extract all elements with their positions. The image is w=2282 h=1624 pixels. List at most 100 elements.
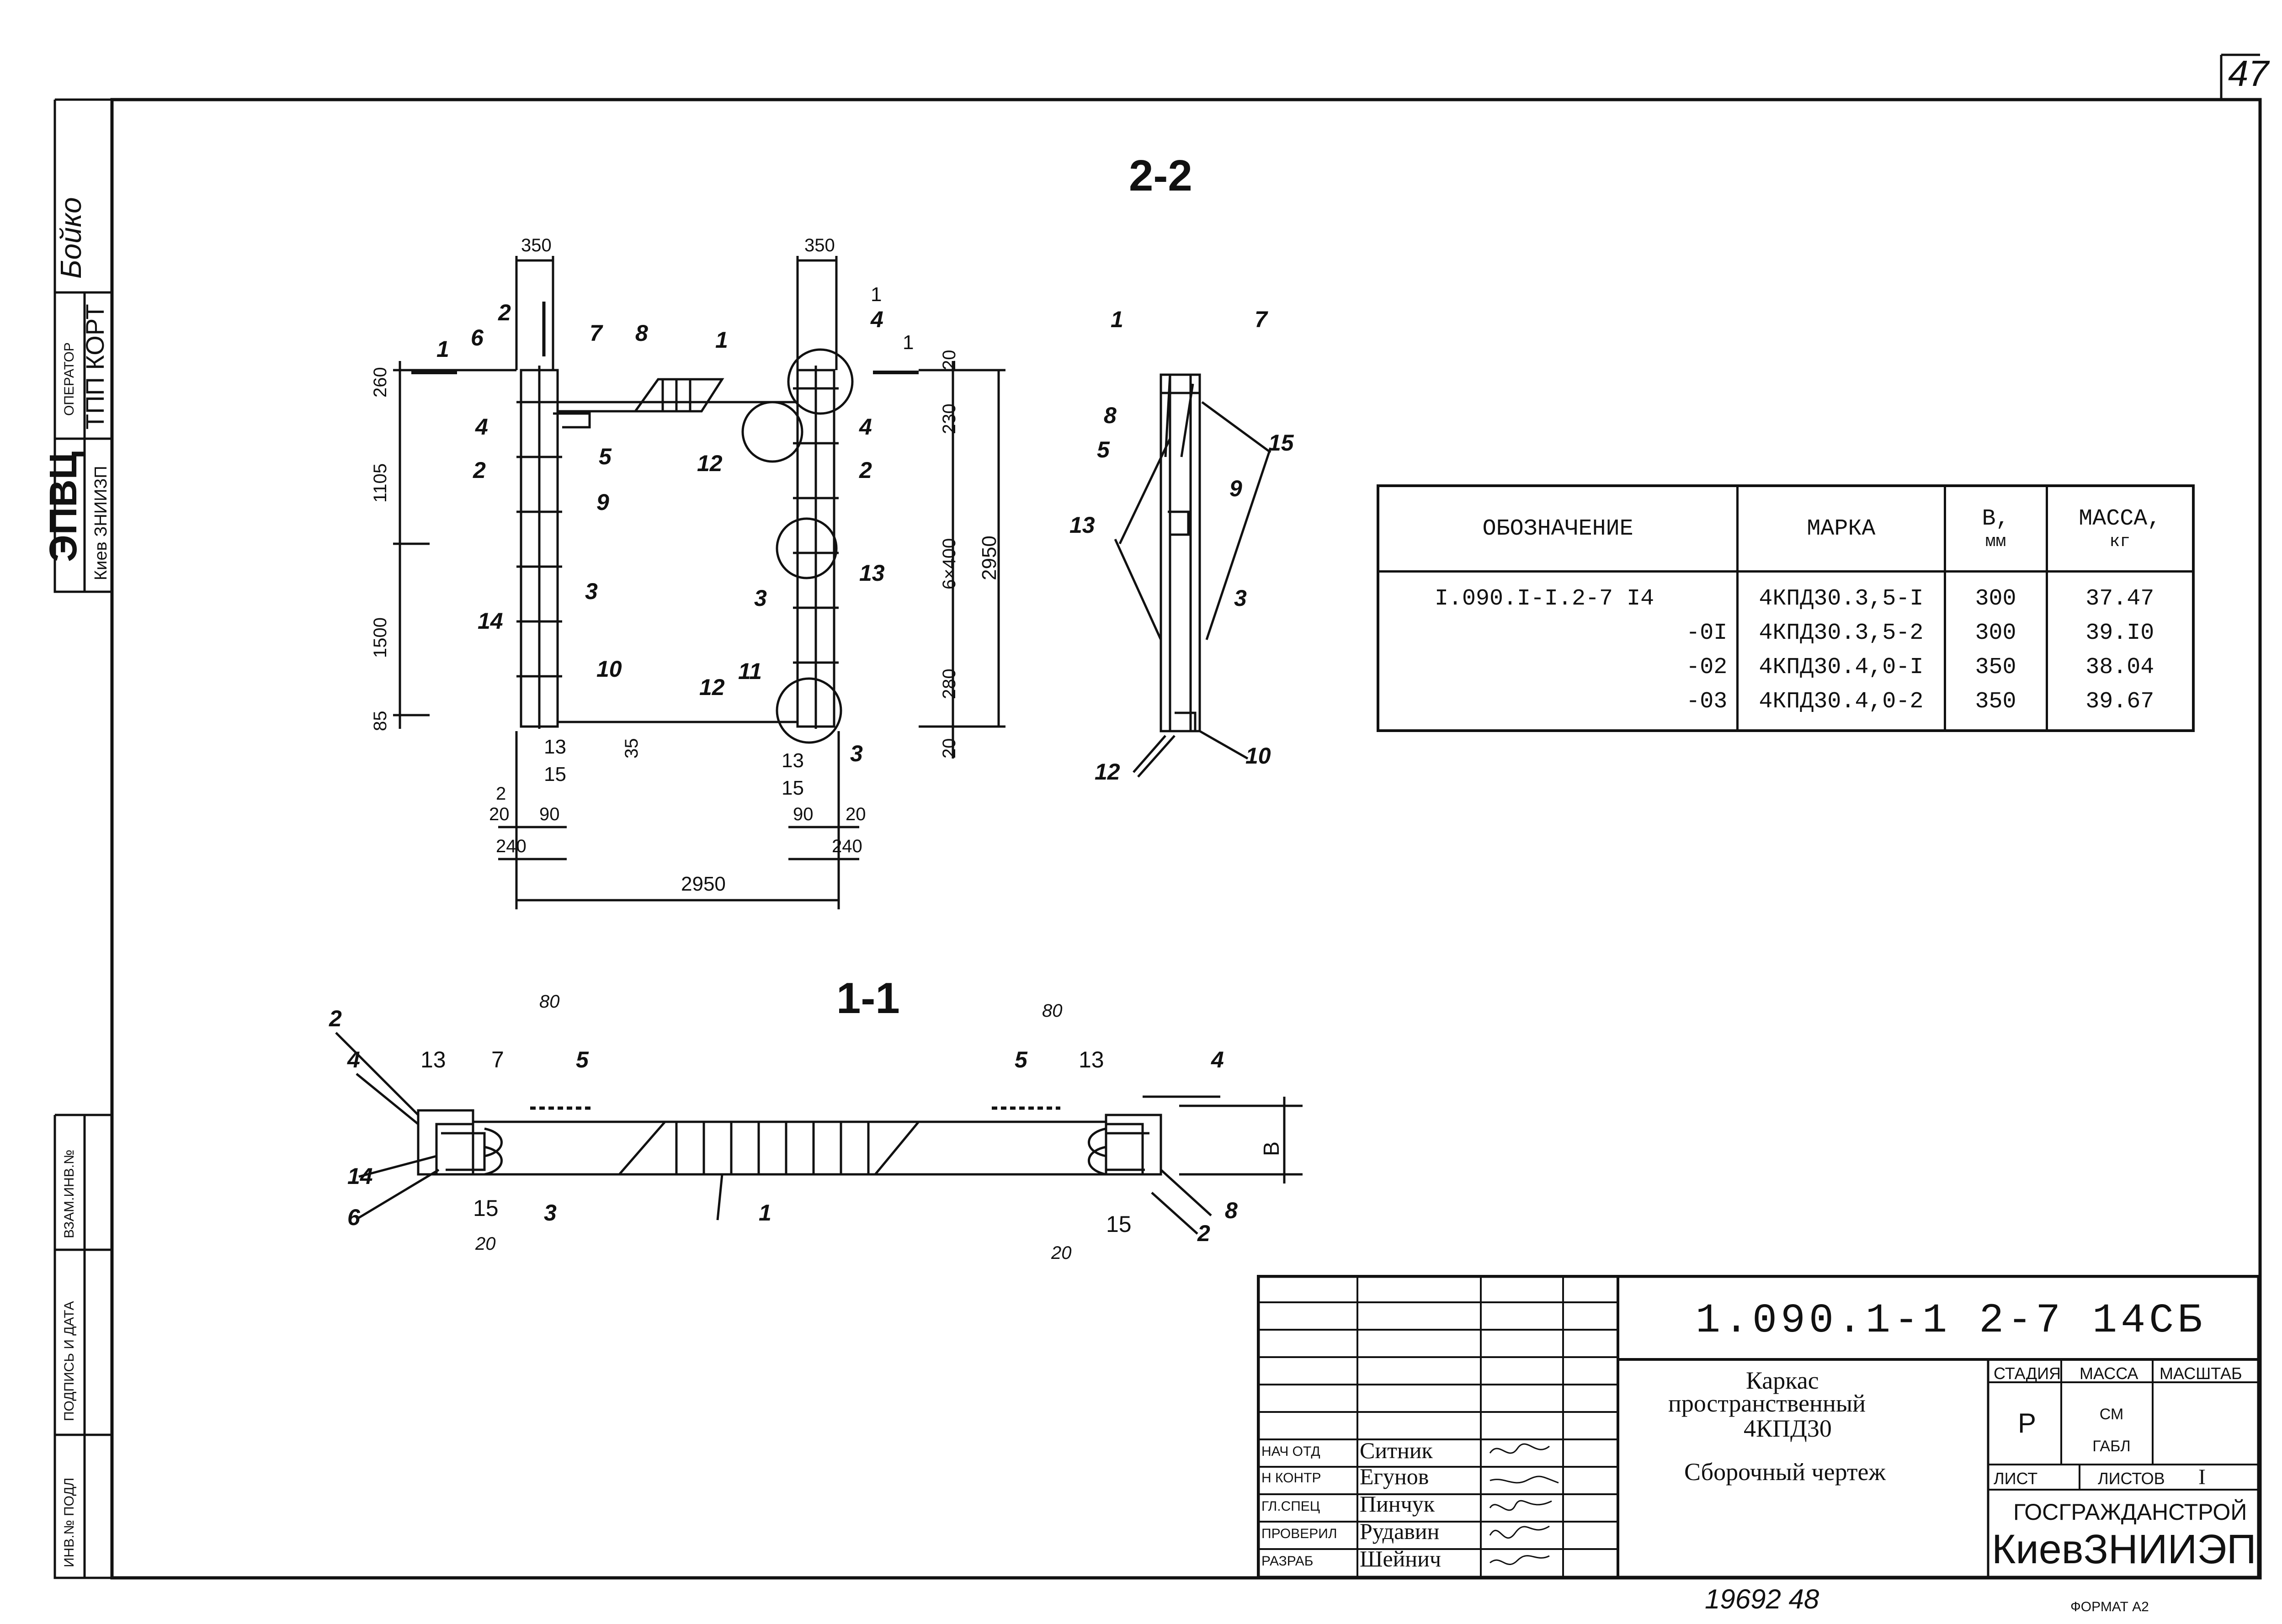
dim-240-left: 240	[496, 836, 527, 856]
callout-5: 5	[599, 444, 612, 469]
callout-13-left: 13	[544, 736, 566, 758]
callout-15-right: 15	[782, 777, 804, 799]
side-callout-10: 10	[1245, 743, 1271, 769]
role-label: РАЗРАБ	[1261, 1554, 1314, 1569]
left-stamp-operator-name: Бойко	[54, 197, 87, 279]
side-callout-9: 9	[1229, 476, 1242, 501]
side-callout-7: 7	[1255, 307, 1267, 332]
org-name-1: ГОСГРАЖДАНСТРОЙ	[2013, 1499, 2247, 1525]
callout-10: 10	[596, 656, 622, 682]
mass-value: СМ ГАБЛ	[2092, 1406, 2131, 1455]
s11-callout-7: 7	[491, 1047, 504, 1072]
spec-row-mass: 39.67	[2085, 689, 2154, 715]
section-title-1-1: 1-1	[836, 974, 900, 1023]
callout-2-top: 2	[498, 300, 511, 325]
spec-row-mass: 38.04	[2085, 654, 2154, 680]
dim-260: 260	[370, 367, 390, 398]
callout-12-bottom: 12	[699, 674, 725, 700]
callout-3-right: 3	[754, 585, 767, 611]
spec-col-b: 300 300 350 350	[1943, 571, 2047, 729]
spec-row-mass: 37.47	[2085, 586, 2154, 612]
callout-14: 14	[478, 608, 503, 634]
drawing-type: Сборочный чертеж	[1684, 1458, 1886, 1486]
callout-1-top-left: 1	[436, 336, 449, 362]
left-stamp-org-sub: Киев ЗНИИЗП	[91, 466, 111, 580]
callout-7: 7	[590, 320, 602, 346]
callout-8: 8	[635, 320, 648, 346]
drawing-name-line3: 4КПД30	[1744, 1415, 1832, 1442]
spec-row-b: 300	[1975, 620, 2016, 646]
role-name: Егунов	[1360, 1464, 1429, 1489]
title-block-grid	[1257, 1275, 2260, 1579]
margin-label-podpis-data: ПОДПИСЬ И ДАТА	[62, 1301, 77, 1421]
dim-80-left: 80	[539, 992, 560, 1012]
side-callout-5: 5	[1097, 437, 1110, 462]
s11-callout-4-right: 4	[1211, 1047, 1224, 1072]
spec-row-mark: 4КПД30.4,0-2	[1759, 689, 1924, 715]
spec-row-b: 300	[1975, 586, 2016, 612]
s11-callout-13-right: 13	[1079, 1047, 1104, 1072]
s11-callout-5-left: 5	[576, 1047, 589, 1072]
spec-row-mark: 4КПД30.3,5-I	[1759, 586, 1924, 612]
section-title-2-2: 2-2	[1129, 151, 1192, 200]
spec-header-mass: МАССА,кг	[2045, 487, 2192, 573]
s11-callout-15-left: 15	[473, 1195, 499, 1221]
callout-9: 9	[596, 489, 609, 515]
s11-callout-2-right: 2	[1197, 1221, 1210, 1246]
side-view-drawing	[1114, 373, 1272, 778]
dim-35: 35	[622, 738, 642, 759]
role-label: ПРОВЕРИЛ	[1261, 1526, 1337, 1541]
spec-header-mark: МАРКА	[1736, 487, 1946, 573]
side-callout-12: 12	[1095, 759, 1120, 785]
spec-row-designation: -02	[1686, 654, 1728, 680]
spec-table: ОБОЗНАЧЕНИЕ МАРКА В,мм МАССА,кг I.090.I-…	[1377, 484, 2195, 732]
callout-11: 11	[738, 658, 762, 684]
s11-callout-5-right: 5	[1015, 1047, 1027, 1072]
dim-20-top: 20	[939, 350, 959, 371]
callout-2-left: 2	[473, 457, 486, 483]
spec-header-designation: ОБОЗНАЧЕНИЕ	[1379, 487, 1739, 573]
role-label: ГЛ.СПЕЦ	[1261, 1499, 1320, 1514]
role-name: Шейнич	[1360, 1546, 1442, 1571]
sheets-label: ЛИСТОВ	[2098, 1469, 2165, 1488]
sheet-number: 47	[2228, 53, 2269, 94]
dim-2950-vertical: 2950	[978, 536, 1000, 580]
section-1-1-drawing	[335, 1032, 1303, 1235]
dim-80-right: 80	[1042, 1001, 1063, 1021]
callout-3-bottom-right: 3	[850, 741, 863, 766]
dim-350-right: 350	[804, 235, 835, 255]
dim-20-1-1-left: 20	[475, 1234, 496, 1254]
spec-row-designation: -03	[1686, 689, 1728, 715]
left-stamp-org: ЭПВЦ	[42, 451, 85, 562]
footer-handwritten-number: 19692 48	[1705, 1584, 1819, 1614]
side-callout-13: 13	[1069, 512, 1095, 538]
margin-label-vzam-inv: ВЗАМ.ИНВ.№	[62, 1149, 77, 1238]
callout-13-mid: 13	[859, 560, 885, 586]
stage-label: СТАДИЯ	[1994, 1364, 2061, 1383]
dim-350-left: 350	[521, 235, 552, 255]
dim-240-right: 240	[832, 836, 862, 856]
mass-label: МАССА	[2080, 1364, 2138, 1383]
s11-callout-15-right: 15	[1106, 1211, 1132, 1237]
role-label: Н КОНТР	[1261, 1470, 1321, 1486]
drawing-name-line2: пространственный	[1668, 1390, 1866, 1417]
dim-280: 280	[939, 669, 959, 699]
s11-callout-3: 3	[544, 1200, 557, 1226]
callout-4-left: 4	[475, 414, 488, 440]
dim-20-1-1-right: 20	[1051, 1243, 1072, 1263]
dim-20-left: 20	[489, 804, 510, 824]
spec-row-mass: 39.I0	[2085, 620, 2154, 646]
s11-callout-14: 14	[347, 1163, 373, 1189]
dim-20-bottom: 20	[939, 738, 959, 759]
callout-4-right: 4	[859, 414, 872, 440]
left-stamp-operator-label: ОПЕРАТОР	[62, 342, 77, 416]
scale-label: МАСШТАБ	[2160, 1364, 2242, 1383]
drawing-name-line1: Каркас	[1746, 1367, 1819, 1394]
signature-marks	[1489, 1443, 1559, 1565]
sheet-label: ЛИСТ	[1994, 1469, 2038, 1488]
dim-230: 230	[939, 403, 959, 434]
dim-b-label: В	[1260, 1141, 1284, 1156]
dim-20-right: 20	[846, 804, 866, 824]
callout-1-top-right: 1	[871, 283, 882, 306]
